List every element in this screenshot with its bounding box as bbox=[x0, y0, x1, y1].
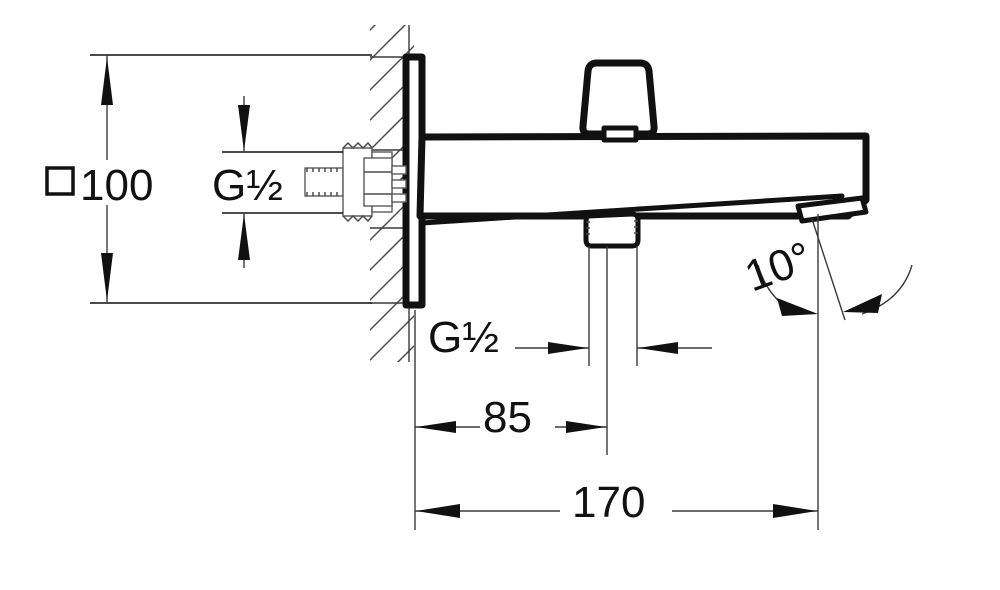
inlet-washer bbox=[363, 157, 393, 207]
dimension-inlet-thread: G½ bbox=[212, 96, 343, 268]
aerator-threads bbox=[586, 220, 638, 235]
inlet-stub-threads bbox=[306, 168, 338, 196]
dimension-85: 85 bbox=[414, 246, 608, 455]
inlet-thread-crest-top bbox=[342, 141, 373, 150]
inlet-seal-lower bbox=[391, 193, 407, 203]
bottom-outlet-aerator bbox=[583, 211, 641, 249]
spout-tip-outlet-face bbox=[795, 195, 869, 224]
aerator-outline bbox=[583, 211, 641, 249]
arrow-170-left bbox=[416, 504, 460, 518]
dimension-label-angle: 10° bbox=[739, 233, 818, 302]
spout-body bbox=[416, 132, 870, 226]
knob-cap[interactable] bbox=[579, 59, 658, 138]
arrow-outlet-right-pointing bbox=[548, 342, 588, 354]
arrow-100-down bbox=[101, 253, 113, 301]
arrow-outlet-left-pointing bbox=[638, 342, 678, 354]
dimension-label-outlet-thread: G½ bbox=[428, 313, 499, 362]
dimension-label-170: 170 bbox=[572, 478, 645, 527]
inlet-seal-mid bbox=[391, 179, 407, 189]
arrow-85-left bbox=[416, 421, 456, 433]
arrow-angle-right bbox=[843, 294, 882, 313]
inlet-connector-assembly bbox=[304, 141, 407, 223]
arrow-100-up bbox=[101, 57, 113, 105]
angle-leader-line bbox=[811, 218, 846, 321]
arrow-170-right bbox=[773, 504, 817, 518]
dimension-170: 170 bbox=[414, 214, 819, 530]
square-symbol-icon bbox=[45, 166, 75, 196]
arrow-gh-up bbox=[238, 214, 250, 260]
dimension-angle-10deg: 10° bbox=[739, 218, 913, 321]
arrow-gh-down bbox=[238, 105, 250, 151]
dimension-outlet-thread: G½ bbox=[428, 246, 712, 366]
arrow-85-right bbox=[566, 421, 606, 433]
diverter-knob[interactable] bbox=[579, 59, 658, 143]
dimension-height-100: 100 bbox=[45, 54, 372, 304]
dimension-label-100: 100 bbox=[80, 161, 153, 210]
inlet-thread-crest-bottom bbox=[342, 214, 373, 223]
dimension-label-inlet-thread: G½ bbox=[212, 161, 283, 210]
inlet-pipe-stub bbox=[304, 167, 344, 197]
spout-underside-line bbox=[419, 193, 845, 226]
arrow-angle-left bbox=[777, 298, 818, 316]
inlet-seal-upper bbox=[391, 165, 407, 175]
dimension-label-85: 85 bbox=[483, 393, 532, 442]
knob-neck bbox=[601, 125, 639, 143]
